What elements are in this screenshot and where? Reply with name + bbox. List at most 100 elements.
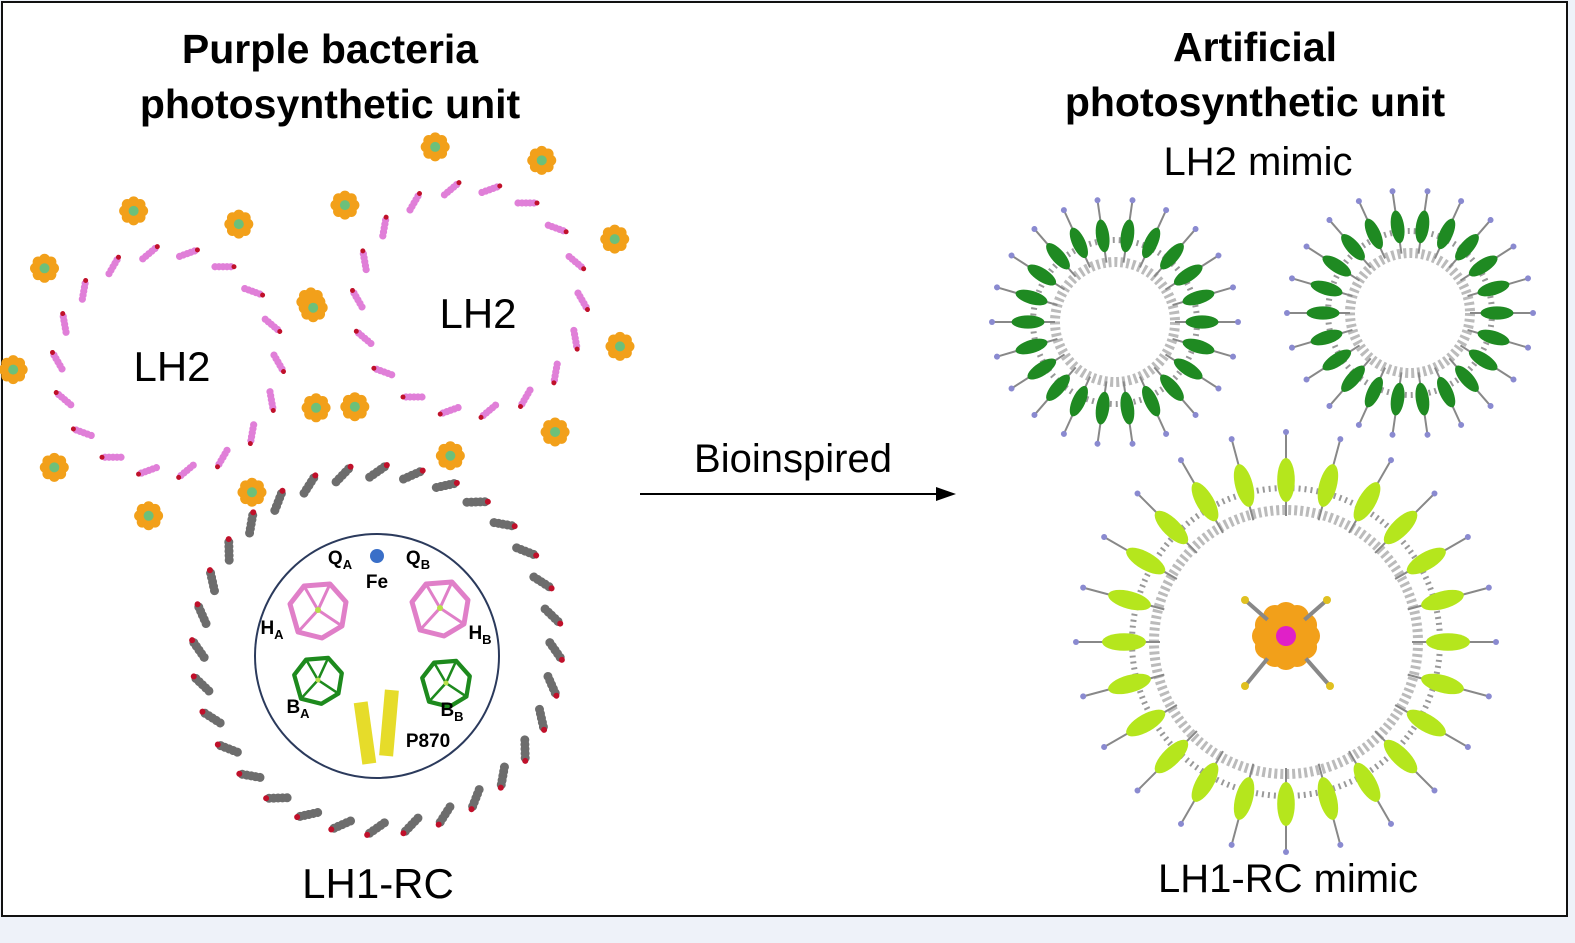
lh1-subunit [529, 572, 555, 592]
chromophore-petal [1355, 367, 1386, 428]
chromophore-petal [1178, 750, 1224, 827]
chromophore-petal [1164, 252, 1222, 291]
lh1-subunit [545, 638, 565, 663]
lh1-subunit [435, 802, 455, 828]
chromophore-petal [1467, 275, 1532, 298]
lh1-subunit [468, 785, 484, 813]
lh1-subunit [190, 673, 214, 696]
chromophore-petal [1073, 633, 1160, 651]
lh1-subunit [299, 472, 319, 498]
lh1-subunit [331, 463, 354, 487]
chromophore-petal [1470, 306, 1536, 320]
chromophore-petal [1060, 207, 1091, 268]
lh1-subunit [214, 741, 242, 757]
bchl-pair [59, 311, 70, 336]
lh1-subunit [365, 462, 390, 482]
carotenoid-cluster [420, 132, 450, 162]
lh1-subunit [224, 536, 234, 565]
fe-label: Fe [365, 572, 389, 593]
lh2-mimic-label: LH2 mimic [1163, 140, 1353, 184]
chromophore-petal [1467, 328, 1532, 351]
bchl-pair [478, 183, 503, 197]
linker [1303, 598, 1329, 622]
chromophore-petal [1031, 226, 1077, 278]
chromophore-petal [1303, 344, 1361, 383]
chromophore-petal [1288, 328, 1353, 351]
bchl-pair [478, 401, 500, 420]
chromophore-petal [1434, 198, 1465, 259]
chromophore-petal [1448, 357, 1494, 409]
carotenoid-cluster [39, 452, 69, 482]
central-porphyrin [1241, 596, 1334, 690]
bchl-pair [70, 426, 95, 440]
chromophore-petal [1415, 188, 1431, 254]
bchl-pair [241, 284, 266, 298]
bchl-pair [359, 248, 370, 274]
chromophore-petal [1459, 344, 1517, 383]
carotenoid-cluster [435, 441, 465, 471]
lh1-ring [189, 462, 565, 838]
bchl-pair [266, 388, 277, 413]
figure-frame [1, 1, 1568, 917]
lh1-subunit [520, 735, 530, 764]
carotenoid-cluster [330, 190, 360, 220]
chromophore-petal [1134, 490, 1198, 554]
chromophore-petal [1139, 376, 1170, 437]
chromophore-petal [1326, 357, 1372, 409]
carotenoid-cluster [224, 209, 254, 239]
chromophore-petal [1277, 768, 1295, 855]
bchl-pair [175, 247, 200, 261]
linker [1304, 657, 1332, 688]
carotenoid-cluster [540, 417, 570, 447]
hb-label: HB [468, 623, 492, 647]
chromophore-petal [1394, 534, 1471, 580]
carotenoid-cluster [301, 393, 331, 423]
chromophore-petal [1407, 673, 1492, 700]
lh1-subunit [328, 816, 356, 833]
lh1-subunit [398, 467, 426, 484]
qb-label: QB [405, 548, 431, 572]
lh1-subunit [489, 518, 518, 531]
chromophore-petal [1172, 284, 1237, 307]
carotenoid-cluster [605, 331, 635, 361]
bchl-pair [406, 190, 422, 214]
lh1-subunit [431, 479, 460, 492]
bchl-pair [215, 446, 231, 470]
chromophore-petal [1348, 750, 1394, 827]
chromophore-petal [1060, 376, 1091, 437]
reaction-center-boundary [254, 533, 500, 779]
lh1-subunit [462, 497, 491, 507]
bchl-pair [379, 214, 390, 240]
left-title: Purple bacteria photosynthetic unit [140, 22, 520, 132]
chromophore-petal [1153, 366, 1199, 418]
lh2-complex-right [298, 132, 635, 471]
lh2-mimic-left [989, 197, 1241, 447]
lh1-rc-label: LH1-RC [302, 860, 454, 907]
lh2-label-left: LH2 [133, 343, 211, 390]
bchl-pair [574, 289, 590, 313]
p870-label: P870 [405, 731, 451, 752]
lh1-subunit [540, 604, 564, 627]
carotenoid-cluster [30, 253, 60, 283]
carotenoid-cluster [119, 196, 149, 226]
lh1-rc-mimic-ring [1073, 429, 1499, 855]
lh1-subunit [206, 567, 219, 596]
chromophore-petal [1277, 429, 1295, 516]
bchl-pair [514, 199, 540, 207]
bchl-pair [518, 386, 534, 410]
chromophore-petal [1434, 367, 1465, 428]
chromophore-petal [1172, 337, 1237, 360]
chromophore-petal [1008, 353, 1066, 392]
bchl-pair [53, 390, 75, 409]
bchl-pair [350, 287, 366, 311]
bb-label: BB [440, 700, 464, 724]
chromophore-petal [1355, 198, 1386, 259]
chromophore-petal [1326, 217, 1372, 269]
special-pair-p870 [353, 689, 399, 765]
chromophore-petal [1348, 457, 1394, 534]
ha-label: HA [260, 618, 284, 642]
qa-label: QA [327, 548, 353, 572]
carotenoid-cluster [600, 224, 630, 254]
fe-atom-icon [370, 549, 384, 563]
chromophore-petal [1374, 730, 1438, 794]
